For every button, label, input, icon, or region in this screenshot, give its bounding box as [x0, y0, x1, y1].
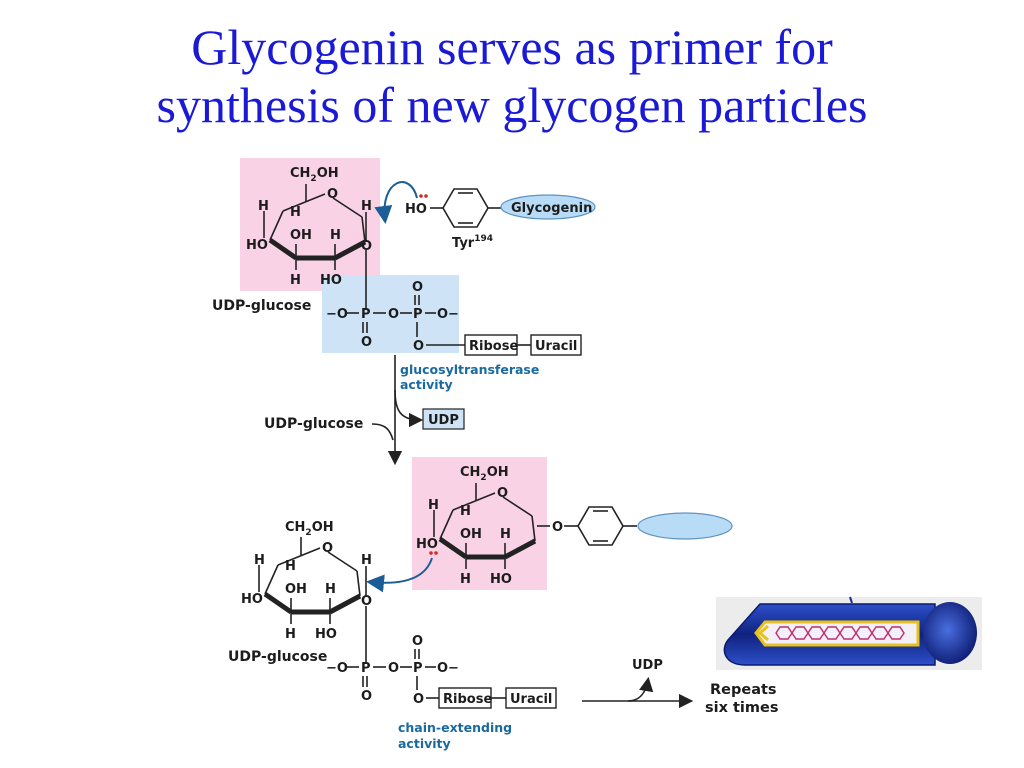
svg-text:O: O [388, 661, 399, 676]
svg-text:−O: −O [326, 661, 348, 676]
repeats-label-2: six times [705, 700, 778, 716]
ho-sec-left: HO [241, 592, 263, 607]
glucosyltransferase-label-1: glucosyltransferase [400, 362, 539, 377]
glycogenin-complex-illustration [716, 596, 982, 670]
oh-sec: OH [285, 582, 307, 597]
svg-text:O−: O− [437, 661, 459, 676]
svg-text:O−: O− [437, 307, 459, 322]
glucose-ring-attached [433, 483, 550, 569]
tyr-phenyl-ring-top [430, 188, 502, 228]
lone-pair-dot [424, 194, 428, 198]
h-sec-3: H [361, 553, 372, 568]
ho-top-left: HO [246, 238, 268, 253]
svg-text:P: P [361, 661, 371, 676]
svg-text:O: O [412, 634, 423, 649]
h-sec-4: H [325, 582, 336, 597]
glucose-ring-second [258, 537, 367, 664]
udp-glucose-label-bottom: UDP-glucose [228, 649, 327, 665]
ho-top-bottom: HO [320, 273, 342, 288]
udp-glucose-label-top: UDP-glucose [212, 298, 311, 314]
h-top-5: H [290, 273, 301, 288]
svg-text:P: P [413, 307, 423, 322]
uracil-box-top [530, 334, 582, 356]
title-line-1: Glycogenin serves as primer for [191, 19, 833, 75]
h-att-1: H [428, 498, 439, 513]
h-top-3: H [361, 199, 372, 214]
ho-att-bottom: HO [490, 572, 512, 587]
udp-glucose-input-curve [371, 423, 394, 441]
udp-highlight-top [322, 275, 459, 353]
h-att-2: H [460, 504, 471, 519]
ring-o-attached: O [497, 486, 508, 501]
udp-release-arrow [394, 389, 424, 428]
ch2oh-second: CH2OH [285, 520, 334, 538]
glucose-ring-top [263, 184, 367, 310]
svg-text:O: O [413, 339, 424, 354]
lone-pair-dot [429, 551, 433, 555]
ring-o-top: O [327, 187, 338, 202]
svg-text:O: O [413, 692, 424, 707]
o-tyr-link: O [552, 520, 563, 535]
udp-product-box [422, 408, 465, 430]
lone-pair-dot [419, 194, 423, 198]
udp-glucose-label-mid: UDP-glucose [264, 416, 363, 432]
svg-text:P: P [361, 307, 371, 322]
h-sec-5: H [285, 627, 296, 642]
phosphate-chain-second: −O P O P O− O O O [326, 634, 459, 707]
tyr-phenyl-ring-attached [564, 506, 637, 546]
title-line-2: synthesis of new glycogen particles [156, 77, 868, 133]
o-glycosidic-top: O [361, 239, 372, 254]
nucleophilic-attack-arrow-second [366, 557, 433, 593]
h-sec-1: H [254, 553, 265, 568]
lone-pair-dot [434, 551, 438, 555]
glucosyltransferase-label-2: activity [400, 377, 453, 392]
tyr-label: Tyr194 [452, 234, 493, 251]
o-glycosidic-second: O [361, 594, 372, 609]
ribose-label-bottom: Ribose [443, 692, 492, 707]
udp-label-bottom: UDP [632, 658, 663, 673]
glycogenin-ellipse-top [500, 194, 596, 220]
ho-tyr: HO [405, 202, 427, 217]
svg-text:−O: −O [326, 307, 348, 322]
uracil-box-bottom [505, 687, 557, 709]
svg-text:O: O [361, 335, 372, 350]
oh-att: OH [460, 527, 482, 542]
udp-product-label: UDP [428, 413, 459, 428]
uracil-label-top: Uracil [535, 339, 577, 354]
phosphate-chain-top: −O H P O P O− O O O [326, 280, 465, 354]
h-top-4: H [330, 228, 341, 243]
glucose-chain-hexagons [775, 626, 905, 640]
ch2oh-attached: CH2OH [460, 465, 509, 483]
h-top-1: H [258, 199, 269, 214]
svg-text:O: O [388, 307, 399, 322]
svg-text:P: P [413, 661, 423, 676]
ho-sec-bottom: HO [315, 627, 337, 642]
h-att-4: H [460, 572, 471, 587]
h-att-3: H [500, 527, 511, 542]
slide-title: Glycogenin serves as primer for synthesi… [0, 18, 1024, 134]
repeats-label-1: Repeats [710, 682, 777, 698]
chain-extending-label-1: chain-extending [398, 720, 512, 735]
ribose-label-top: Ribose [469, 339, 518, 354]
chain-extending-label-2: activity [398, 736, 451, 751]
svg-text:O: O [412, 280, 423, 295]
ch2oh-top: CH2OH [290, 166, 339, 184]
ho-att-left: HO [416, 537, 438, 552]
h-top-2: H [290, 205, 301, 220]
ring-o-second: O [322, 541, 333, 556]
glycogenin-ellipse-attached [637, 512, 733, 540]
h-sec-2: H [285, 559, 296, 574]
glycogenin-label: Glycogenin [511, 201, 592, 216]
udp-release-arrow-bottom [627, 676, 654, 702]
nucleophilic-attack-arrow-top [374, 181, 418, 224]
svg-text:O: O [361, 689, 372, 704]
uracil-label-bottom: Uracil [510, 692, 552, 707]
oh-top: OH [290, 228, 312, 243]
